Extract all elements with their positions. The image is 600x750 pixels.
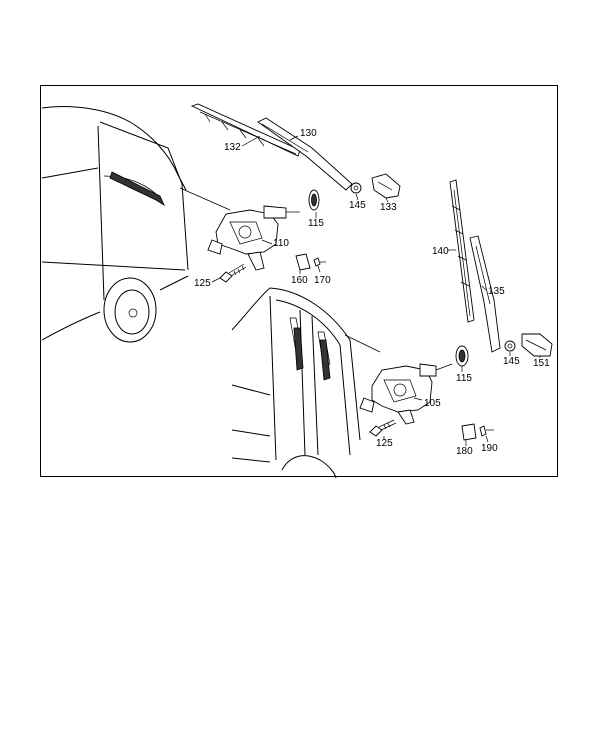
bolt-125-lower: [369, 419, 397, 437]
callout-110: 110: [273, 238, 289, 249]
front-wiper-motor-110: [207, 205, 300, 271]
callout-151: 151: [533, 358, 550, 369]
rear-wiper-arm-135: [469, 235, 501, 353]
nut-cover-133: [371, 173, 401, 199]
bolt-125-upper: [219, 263, 247, 283]
pin-170: [313, 257, 326, 267]
callout-105: 105: [424, 398, 441, 409]
callout-135: 135: [488, 286, 505, 297]
pin-190: [479, 425, 494, 437]
cap-151: [521, 333, 553, 357]
rear-wiper-motor-105: [359, 363, 453, 425]
washer-145-upper: [350, 182, 362, 194]
callout-145-lower: 145: [503, 356, 520, 367]
connector-180: [461, 423, 477, 441]
callout-180: 180: [456, 446, 473, 457]
seal-115-upper: [308, 189, 320, 211]
callout-145-upper: 145: [349, 200, 366, 211]
leader-lines: [211, 135, 541, 446]
seal-115-lower: [455, 345, 469, 367]
callout-132: 132: [224, 142, 241, 153]
van-rear-illustration: [231, 287, 381, 479]
callout-130: 130: [300, 128, 317, 139]
van-front-illustration: [41, 106, 231, 343]
connector-160: [295, 253, 311, 271]
callout-190: 190: [481, 443, 498, 454]
rear-wiper-blade-140: [449, 179, 475, 323]
callout-140: 140: [432, 246, 449, 257]
callout-115-lower: 115: [456, 373, 472, 384]
washer-145-lower: [504, 340, 516, 352]
callout-133: 133: [380, 202, 397, 213]
callout-125-lower: 125: [376, 438, 393, 449]
callout-125-upper: 125: [194, 278, 211, 289]
callout-160: 160: [291, 275, 308, 286]
callout-115-upper: 115: [308, 218, 324, 229]
front-wiper-arm-130: [257, 117, 353, 191]
callout-170: 170: [314, 275, 331, 286]
